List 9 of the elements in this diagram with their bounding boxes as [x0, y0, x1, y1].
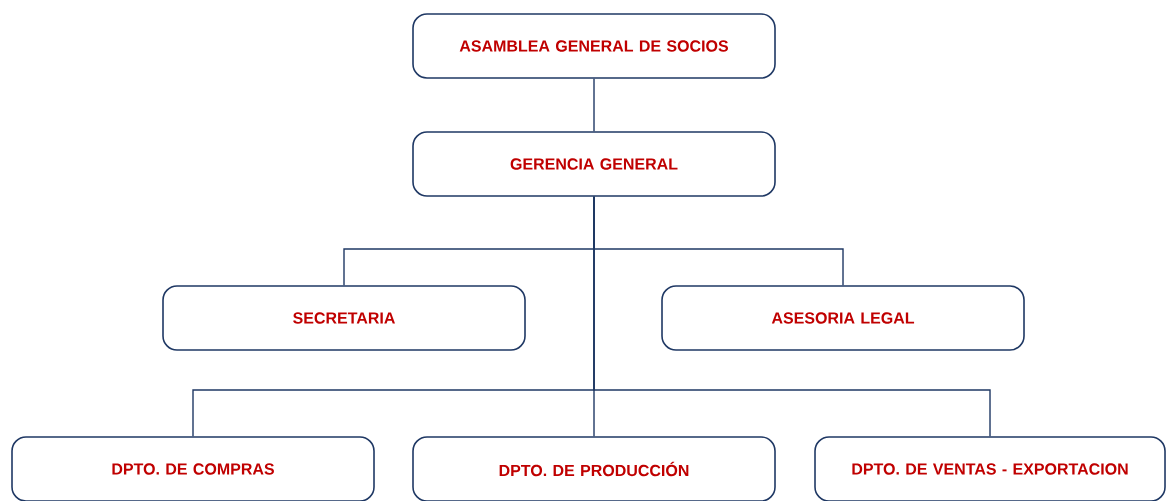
org-box: ASAMBLEA GENERAL DE SOCIOS	[412, 13, 776, 79]
connector-line	[593, 196, 991, 437]
org-box: ASESORIA LEGAL	[661, 285, 1025, 351]
org-box: GERENCIA GENERAL	[412, 131, 776, 197]
org-box: SECRETARIA	[162, 285, 526, 351]
org-box: DPTO. DE VENTAS - EXPORTACION	[814, 436, 1166, 501]
org-box: DPTO. DE PRODUCCIÓN	[412, 436, 776, 501]
connector-line	[593, 78, 595, 132]
org-box: DPTO. DE COMPRAS	[11, 436, 375, 501]
